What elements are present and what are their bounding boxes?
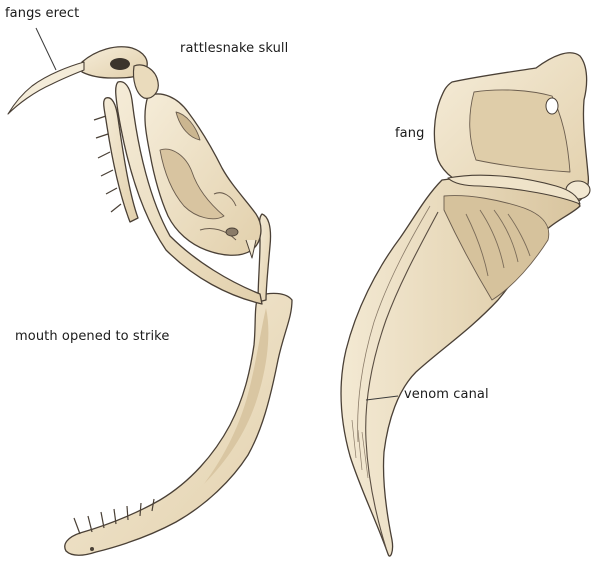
label-venom-canal: venom canal <box>404 387 489 402</box>
fangs-leader-line <box>36 28 56 70</box>
label-mouth-opened: mouth opened to strike <box>15 329 169 344</box>
label-rattlesnake-skull: rattlesnake skull <box>180 41 288 56</box>
erect-fang <box>8 62 84 114</box>
label-fang: fang <box>395 126 424 141</box>
label-fangs-erect: fangs erect <box>5 6 79 21</box>
fang-detail-group <box>341 53 590 556</box>
skull-group <box>8 47 292 555</box>
